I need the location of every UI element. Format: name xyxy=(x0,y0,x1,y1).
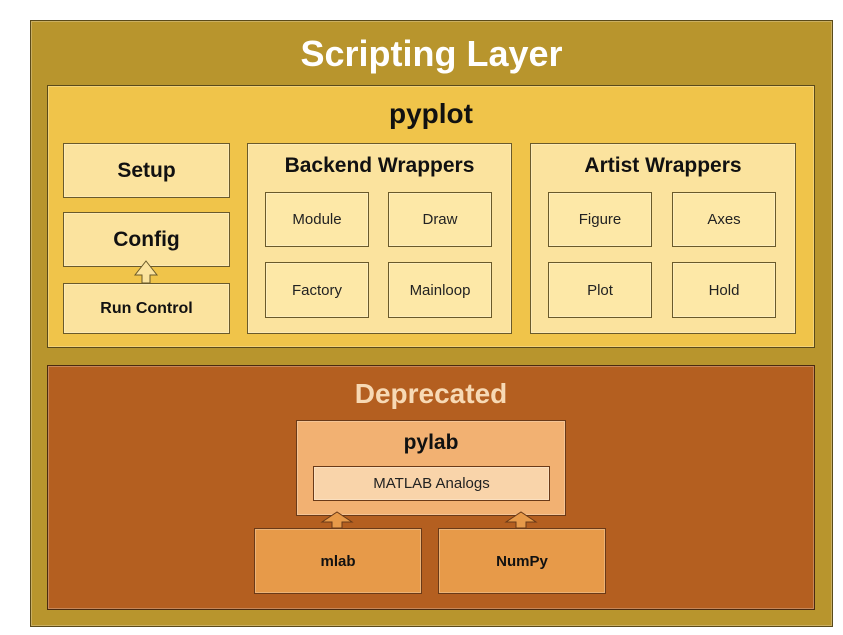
matlab-analogs-label: MATLAB Analogs xyxy=(373,475,490,492)
pyplot-title: pyplot xyxy=(389,98,473,129)
setup-label: Setup xyxy=(117,158,176,182)
scripting-layer-title: Scripting Layer xyxy=(300,33,563,74)
factory-box: Factory xyxy=(265,262,369,318)
mlab-label: mlab xyxy=(320,552,356,570)
mlab-box: mlab xyxy=(254,528,422,594)
plot-box: Plot xyxy=(548,262,652,318)
numpy-label: NumPy xyxy=(496,552,548,570)
figure-label: Figure xyxy=(578,211,622,228)
backend-wrappers-title: Backend Wrappers xyxy=(284,154,475,177)
run-control-label: Run Control xyxy=(100,299,193,317)
factory-label: Factory xyxy=(291,281,342,299)
plot-label: Plot xyxy=(587,281,613,299)
matlab-analogs-box: MATLAB Analogs xyxy=(313,466,550,501)
config-box: Config xyxy=(63,212,230,267)
artist-wrappers-title: Artist Wrappers xyxy=(584,154,742,177)
draw-label: Draw xyxy=(422,211,458,228)
hold-label: Hold xyxy=(708,281,740,299)
deprecated-title: Deprecated xyxy=(354,378,508,409)
mainloop-box: Mainloop xyxy=(388,262,492,318)
figure-box: Figure xyxy=(548,192,652,247)
config-label: Config xyxy=(113,227,180,251)
hold-box: Hold xyxy=(672,262,776,318)
module-label: Module xyxy=(292,211,342,228)
axes-box: Axes xyxy=(672,192,776,247)
numpy-box: NumPy xyxy=(438,528,606,594)
run-control-box: Run Control xyxy=(63,283,230,334)
setup-box: Setup xyxy=(63,143,230,198)
draw-box: Draw xyxy=(388,192,492,247)
axes-label: Axes xyxy=(707,211,741,228)
mainloop-label: Mainloop xyxy=(409,281,471,299)
pylab-title: pylab xyxy=(403,431,459,454)
module-box: Module xyxy=(265,192,369,247)
